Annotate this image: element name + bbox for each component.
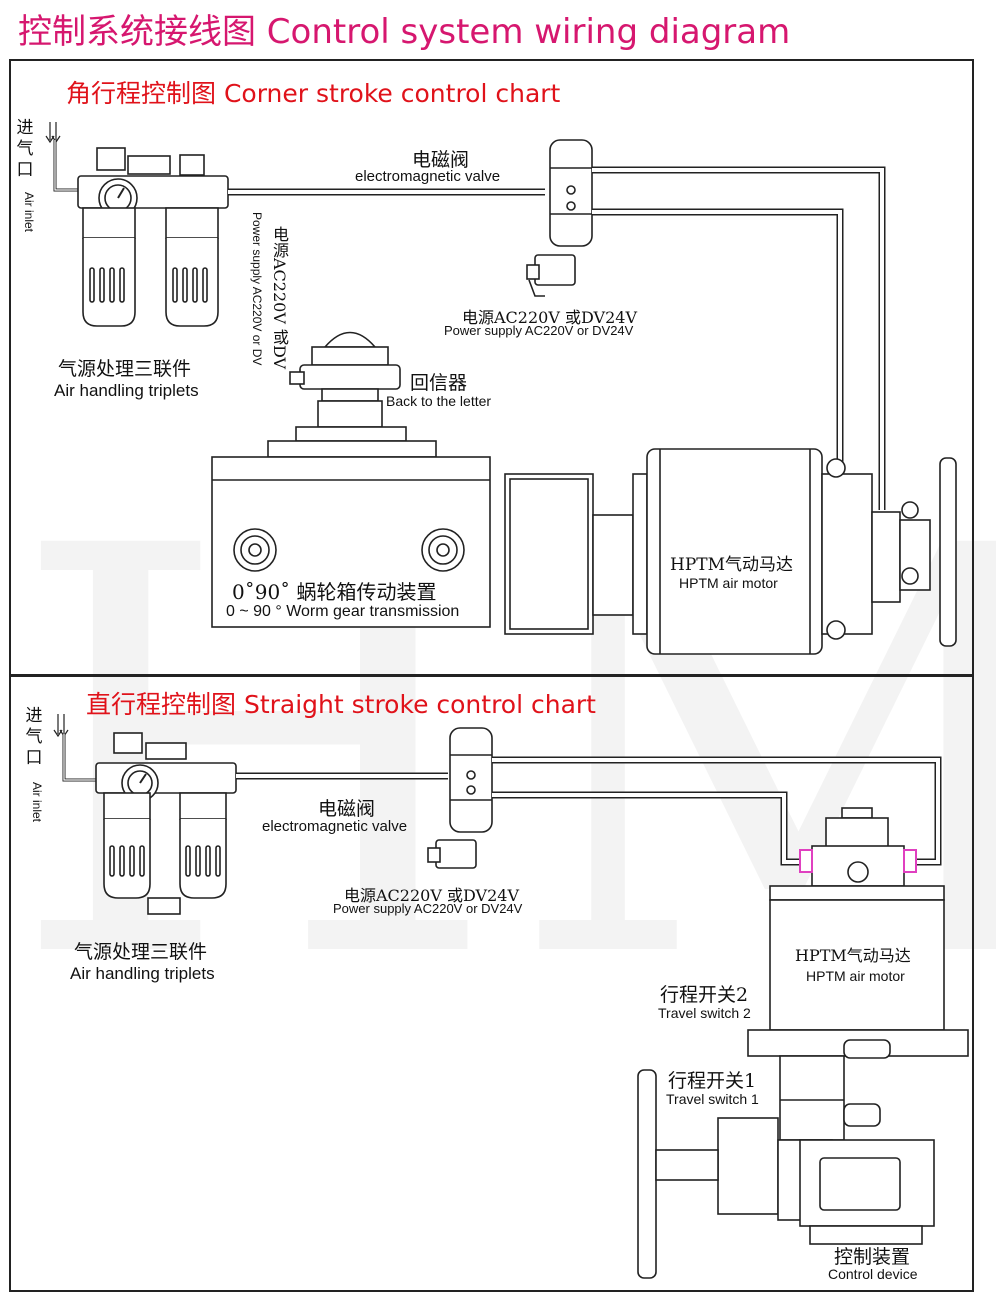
- valve-label-zh: 电磁阀: [412, 149, 470, 171]
- valve-label-zh-2: 电磁阀: [318, 798, 376, 820]
- air-motor-top: [646, 448, 957, 655]
- motor-label-en-2: HPTM air motor: [806, 968, 905, 984]
- feedback-device: [289, 331, 407, 442]
- coupling: [504, 473, 648, 635]
- valve-label-en-2: electromagnetic valve: [262, 818, 408, 835]
- air-triplet-unit-2: [95, 732, 237, 915]
- air-inlet-arrows-2: [53, 714, 69, 738]
- switch2-label-zh: 行程开关2: [660, 984, 749, 1006]
- switch1-label-en: Travel switch 1: [666, 1091, 759, 1107]
- solenoid-valve-top: [526, 139, 593, 297]
- straight-stroke-panel: [9, 675, 974, 1292]
- triplet-label-zh-2: 气源处理三联件: [74, 941, 208, 963]
- control-device: [637, 1069, 935, 1279]
- port-right: [903, 849, 917, 873]
- port-left: [799, 849, 813, 873]
- feedback-label-zh: 回信器: [410, 372, 468, 394]
- gearbox-label-en: 0 ~ 90 ° Worm gear transmission: [226, 603, 460, 620]
- switch1-label-zh: 行程开关1: [668, 1070, 757, 1092]
- control-label-zh: 控制装置: [834, 1246, 911, 1268]
- air-triplet-unit: [77, 147, 229, 327]
- motor-label-zh-2: HPTM气动马达: [795, 946, 911, 965]
- valve-label-en: electromagnetic valve: [355, 168, 501, 185]
- gearbox-label-zh: 0˚90˚ 蜗轮箱传动装置: [232, 580, 437, 604]
- page-title: 控制系统接线图 Control system wiring diagram: [18, 12, 791, 52]
- power-label-zh-2: 电源AC220V 或DV24V: [344, 886, 519, 905]
- corner-section-title: 角行程控制图 Corner stroke control chart: [66, 79, 561, 108]
- air-inlet-zh: 进气口: [16, 118, 34, 180]
- air-inlet-zh-2: 进气口: [25, 706, 43, 768]
- travel-switches: [779, 1039, 891, 1141]
- power-vertical-en: Power supply AC220V or DV: [250, 212, 264, 366]
- motor-label-en: HPTM air motor: [679, 575, 778, 591]
- power-vertical-zh: 电源AC220V 或DV: [270, 226, 289, 370]
- straight-section-title: 直行程控制图 Straight stroke control chart: [86, 690, 596, 719]
- feedback-label-en: Back to the letter: [386, 393, 492, 409]
- power-label-en-2: Power supply AC220V or DV24V: [333, 901, 523, 916]
- triplet-label-en: Air handling triplets: [54, 381, 199, 400]
- switch2-label-en: Travel switch 2: [658, 1005, 751, 1021]
- triplet-label-en-2: Air handling triplets: [70, 964, 215, 983]
- motor-label-zh: HPTM气动马达: [670, 555, 794, 575]
- power-label-en: Power supply AC220V or DV24V: [444, 323, 634, 338]
- control-label-en: Control device: [828, 1266, 918, 1282]
- triplet-label-zh: 气源处理三联件: [58, 358, 192, 380]
- air-inlet-arrows: [45, 122, 61, 144]
- power-label-zh: 电源AC220V 或DV24V: [462, 308, 637, 327]
- air-inlet-en: Air inlet: [22, 192, 36, 233]
- solenoid-valve-bottom: [427, 727, 493, 869]
- worm-gearbox: [211, 440, 491, 628]
- air-inlet-en-2: Air inlet: [30, 782, 44, 823]
